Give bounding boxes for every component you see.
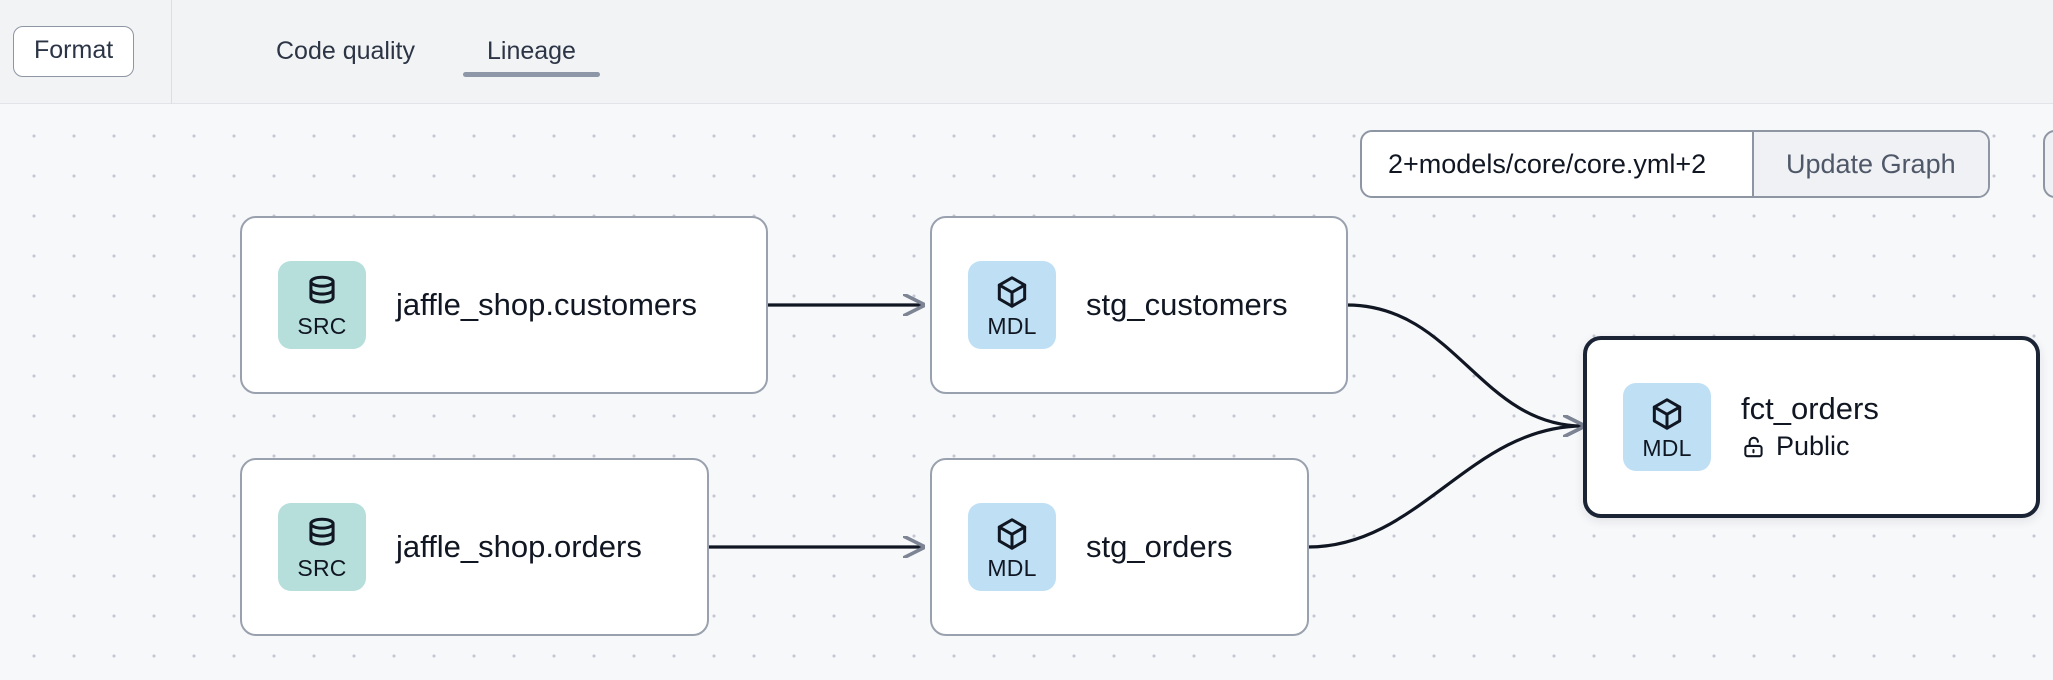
lineage-node-fct-orders[interactable]: MDL fct_orders Public [1583, 336, 2040, 518]
tab-lineage-indicator [462, 71, 600, 77]
lineage-canvas[interactable]: SRC jaffle_shop.customers SRC jaffle_sho… [0, 104, 2053, 680]
node-visibility-label: Public [1776, 431, 1850, 462]
cube-icon [1652, 397, 1682, 430]
node-badge-label: MDL [1642, 434, 1692, 461]
tab-bar: Code quality Lineage [172, 0, 612, 104]
node-title: jaffle_shop.customers [396, 286, 697, 322]
node-visibility: Public [1741, 431, 1879, 462]
edge-stg-orders-to-fct-orders [1307, 426, 1583, 549]
tab-code-quality-label: Code quality [276, 37, 415, 65]
lineage-node-stg-customers[interactable]: MDL stg_customers [930, 216, 1348, 394]
format-button-zone: Format [0, 0, 172, 104]
node-badge-mdl: MDL [968, 261, 1056, 349]
node-badge-label: MDL [987, 554, 1037, 581]
edge-stg-customers-to-fct-orders [1346, 303, 1583, 426]
node-badge-label: SRC [297, 554, 347, 581]
node-title: fct_orders [1741, 390, 1879, 426]
node-body: fct_orders Public [1741, 390, 1879, 463]
node-title: jaffle_shop.orders [396, 528, 642, 564]
cube-icon [997, 517, 1027, 550]
node-badge-label: MDL [987, 312, 1037, 339]
node-badge-mdl: MDL [1623, 383, 1711, 471]
database-icon [309, 517, 335, 545]
node-title: stg_customers [1086, 286, 1288, 322]
database-icon [309, 275, 335, 303]
graph-selector-group: Update Graph [1360, 130, 1990, 198]
node-body: stg_customers [1086, 286, 1288, 323]
toolbar: Format Code quality Lineage [0, 0, 2053, 104]
overflow-control-partial[interactable] [2043, 130, 2053, 198]
tab-code-quality-indicator [252, 72, 439, 77]
node-body: stg_orders [1086, 528, 1233, 565]
lineage-node-jaffle-shop-orders[interactable]: SRC jaffle_shop.orders [240, 458, 709, 636]
tab-lineage-label: Lineage [486, 37, 576, 65]
node-badge-src: SRC [278, 503, 366, 591]
node-body: jaffle_shop.customers [396, 286, 697, 323]
unlock-icon [1744, 436, 1763, 458]
node-badge-label: SRC [297, 312, 347, 339]
cube-icon [997, 275, 1027, 308]
node-badge-mdl: MDL [968, 503, 1056, 591]
node-badge-src: SRC [278, 261, 366, 349]
format-button[interactable]: Format [13, 26, 135, 77]
node-title: stg_orders [1086, 528, 1233, 564]
node-body: jaffle_shop.orders [396, 528, 642, 565]
lineage-node-stg-orders[interactable]: MDL stg_orders [930, 458, 1309, 636]
update-graph-button[interactable]: Update Graph [1752, 132, 1988, 196]
tab-code-quality[interactable]: Code quality [240, 0, 451, 104]
graph-selector-input[interactable] [1362, 132, 1752, 196]
tab-lineage[interactable]: Lineage [451, 0, 612, 104]
lineage-node-jaffle-shop-customers[interactable]: SRC jaffle_shop.customers [240, 216, 768, 394]
